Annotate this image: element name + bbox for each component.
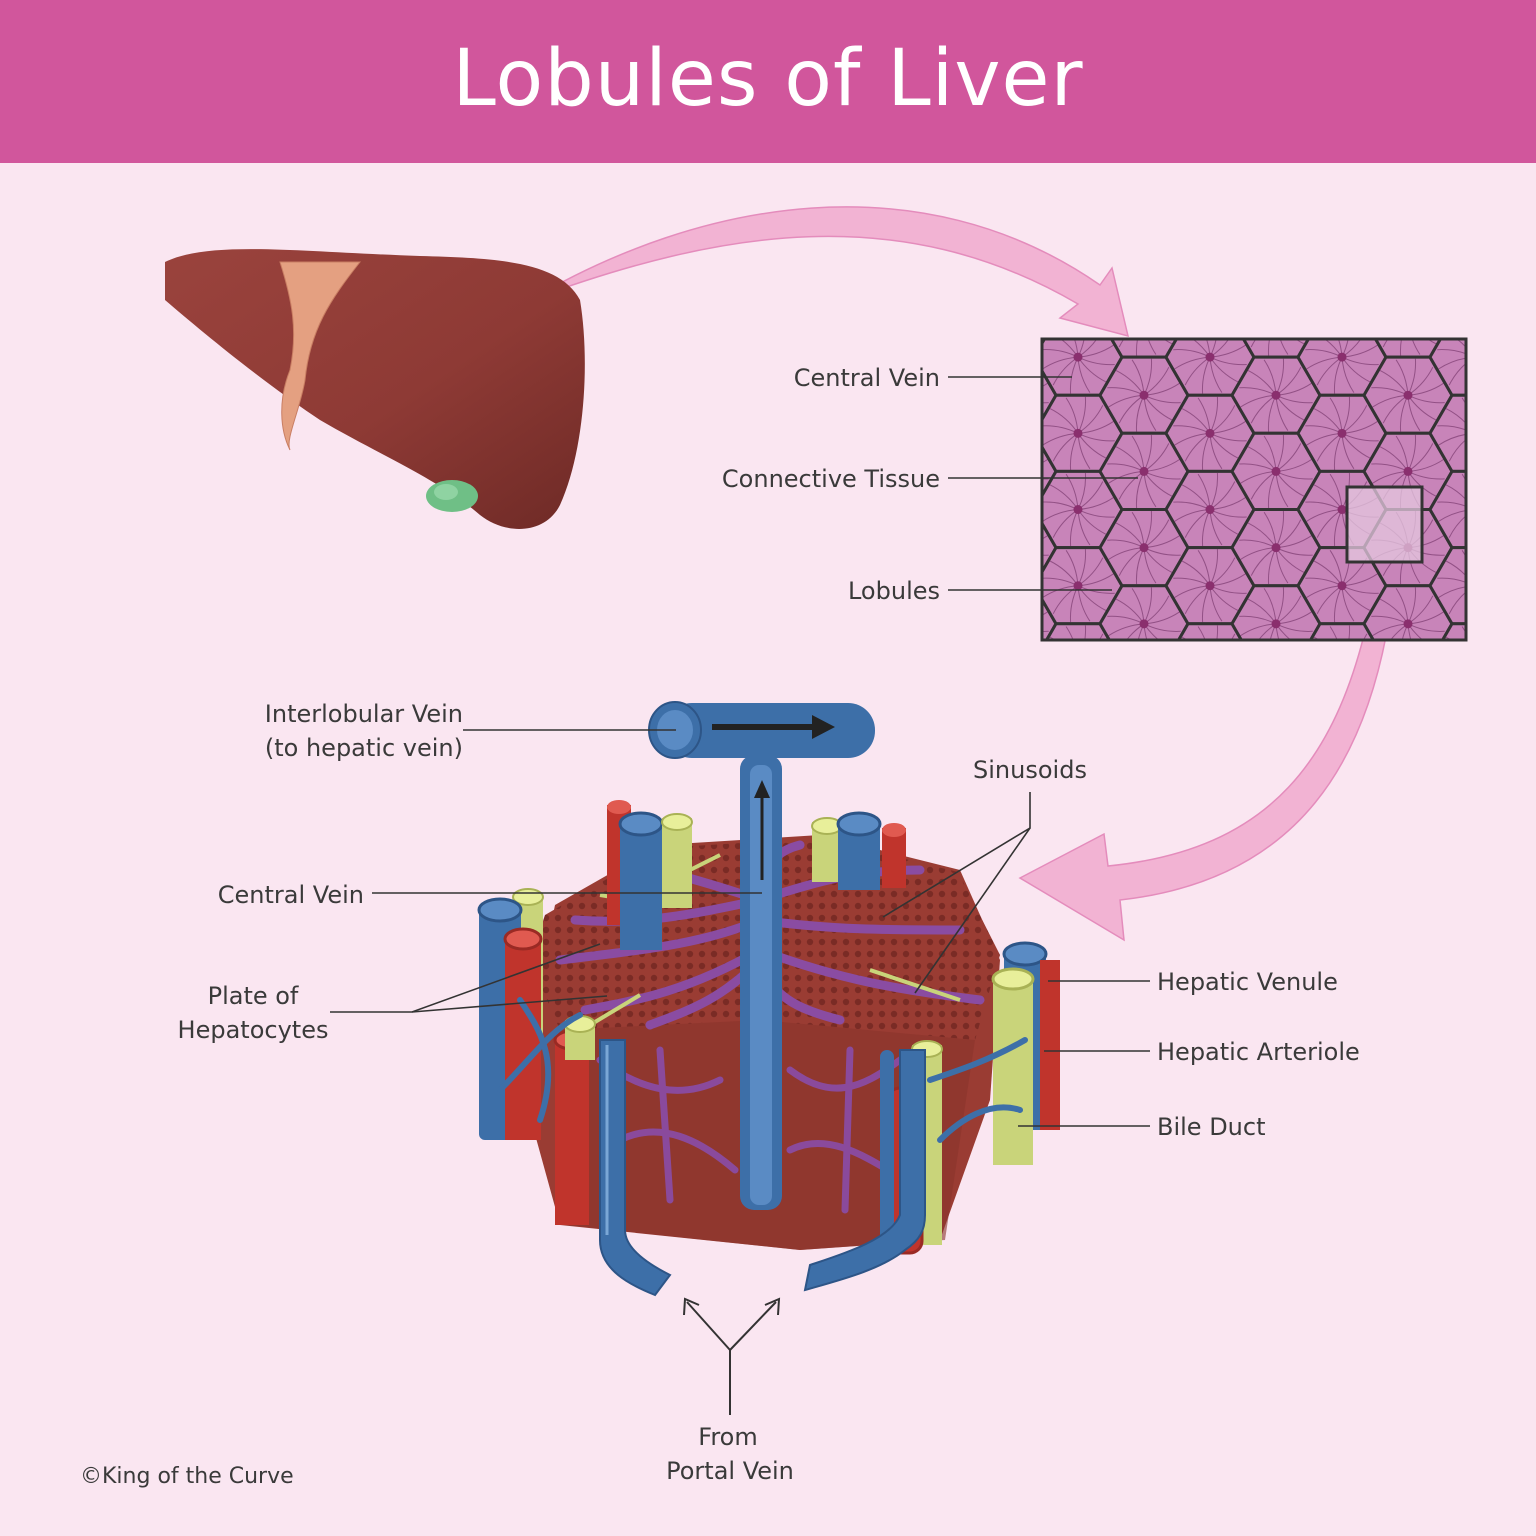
lobule-hexagon [1428, 546, 1479, 626]
central-vein-dot [1073, 581, 1083, 591]
lobule-grid [968, 315, 1518, 776]
zoom-arrow-liver-to-grid [529, 206, 1130, 338]
label-plate-2: Hepatocytes [178, 1016, 329, 1044]
lobule-hexagon [1428, 469, 1479, 550]
label-interlobular-vein-1: Interlobular Vein [265, 700, 463, 728]
central-vein-dot [1139, 466, 1149, 476]
label-bile-duct: Bile Duct [1157, 1113, 1266, 1141]
central-vein-dot [1205, 505, 1215, 515]
central-vein-dot [1205, 581, 1215, 591]
liver-illustration [165, 249, 585, 529]
lobule-hexagon [1232, 662, 1320, 738]
central-vein-dot [1470, 734, 1479, 743]
central-vein-dot [1139, 390, 1149, 400]
central-vein-dot [1073, 428, 1083, 438]
central-vein-dot [1008, 315, 1017, 324]
label-connective-tissue: Connective Tissue [722, 465, 940, 493]
leader-plate-b [411, 995, 608, 1013]
lobule-hexagon [1008, 596, 1058, 640]
central-vein-dot [1470, 505, 1479, 514]
label-hepatic-arteriole: Hepatic Arteriole [1157, 1038, 1360, 1066]
lobule-hexagon [1428, 339, 1479, 397]
central-vein-dot [1008, 696, 1017, 705]
lobule-3d-cutaway [477, 701, 1060, 1297]
portal-triad-right [811, 811, 1060, 1255]
central-vein-dot [1271, 619, 1281, 629]
zoom-arrow-grid-to-lobule [1018, 599, 1393, 942]
label-plate-1: Plate of [208, 982, 299, 1010]
central-vein-dot [1008, 391, 1017, 400]
central-vein-dot [1337, 581, 1347, 591]
label-central-vein-grid: Central Vein [794, 364, 940, 392]
central-vein-dot [1403, 619, 1413, 629]
central-vein-dot [1205, 352, 1215, 362]
central-vein-dot [1008, 619, 1017, 628]
title-banner: Lobules of Liver [0, 0, 1536, 163]
central-vein-dot [1470, 429, 1479, 438]
central-vein-dot [1403, 390, 1413, 400]
leader-sinusoids-b [914, 827, 1031, 994]
central-vein-dot [1338, 657, 1347, 666]
central-vein-dot [1271, 466, 1281, 476]
label-central-vein: Central Vein [218, 881, 364, 909]
lobule-hexagon [1296, 546, 1388, 626]
lobule-hexagon [1008, 520, 1058, 575]
lobule-hexagon [1164, 546, 1256, 626]
central-vein-dot [1140, 696, 1149, 705]
central-vein-dot [1470, 353, 1479, 362]
central-vein-dot [1470, 657, 1479, 666]
zoom-selection-box [1345, 485, 1424, 564]
grid-frame [1040, 337, 1468, 642]
central-vein-dot [1272, 315, 1281, 324]
central-vein-dot [1139, 619, 1149, 629]
central-vein-dot [1206, 657, 1215, 666]
lobule-hexagon [1042, 546, 1124, 626]
lobule-hexagon [1008, 367, 1058, 423]
lobule-hexagon [1100, 662, 1188, 738]
central-vein-dot [1337, 352, 1347, 362]
label-sinusoids: Sinusoids [973, 756, 1087, 784]
central-vein-dot [1337, 428, 1347, 438]
label-from-2: Portal Vein [666, 1457, 794, 1485]
central-vein-dot [1272, 696, 1281, 705]
central-vein-dot [1271, 390, 1281, 400]
central-vein-dot [1404, 696, 1413, 705]
central-vein-dot [1073, 505, 1083, 515]
portal-inflow-arrows [683, 1297, 781, 1415]
lobule-hexagon [1428, 393, 1479, 473]
page-title: Lobules of Liver [452, 33, 1084, 124]
central-vein-dot [1470, 581, 1479, 590]
interlobular-vein [648, 701, 875, 759]
central-vein-dot [1008, 543, 1017, 552]
central-vein-dot [1073, 352, 1083, 362]
label-lobules: Lobules [848, 577, 940, 605]
label-hepatic-venule: Hepatic Venule [1157, 968, 1338, 996]
central-vein-dot [1337, 505, 1347, 515]
lobule-hexagon [1098, 584, 1190, 640]
lobule-hexagon [1230, 431, 1322, 511]
central-vein-dot [1206, 734, 1215, 743]
lobule-hexagon [1166, 700, 1254, 776]
central-vein-dot [1403, 466, 1413, 476]
central-vein-dot [1074, 734, 1083, 743]
central-vein-dot [1271, 543, 1281, 553]
lobule-hexagon [1430, 700, 1518, 776]
central-vein-dot [1139, 543, 1149, 553]
central-vein-dot [1074, 657, 1083, 666]
central-vein-dot [1008, 467, 1017, 476]
label-interlobular-vein-2: (to hepatic vein) [265, 734, 463, 762]
portal-vein-branches [599, 1039, 926, 1297]
copyright-notice: ©King of the Curve [80, 1464, 294, 1489]
central-vein-dot [1140, 315, 1149, 324]
label-from-1: From [698, 1423, 757, 1451]
lobule-hexagon [1008, 444, 1058, 499]
lobule-hexagon [968, 662, 1056, 738]
central-vein-dot [1205, 428, 1215, 438]
lobule-hexagon [1042, 393, 1124, 473]
central-vein-dot [1404, 315, 1413, 324]
